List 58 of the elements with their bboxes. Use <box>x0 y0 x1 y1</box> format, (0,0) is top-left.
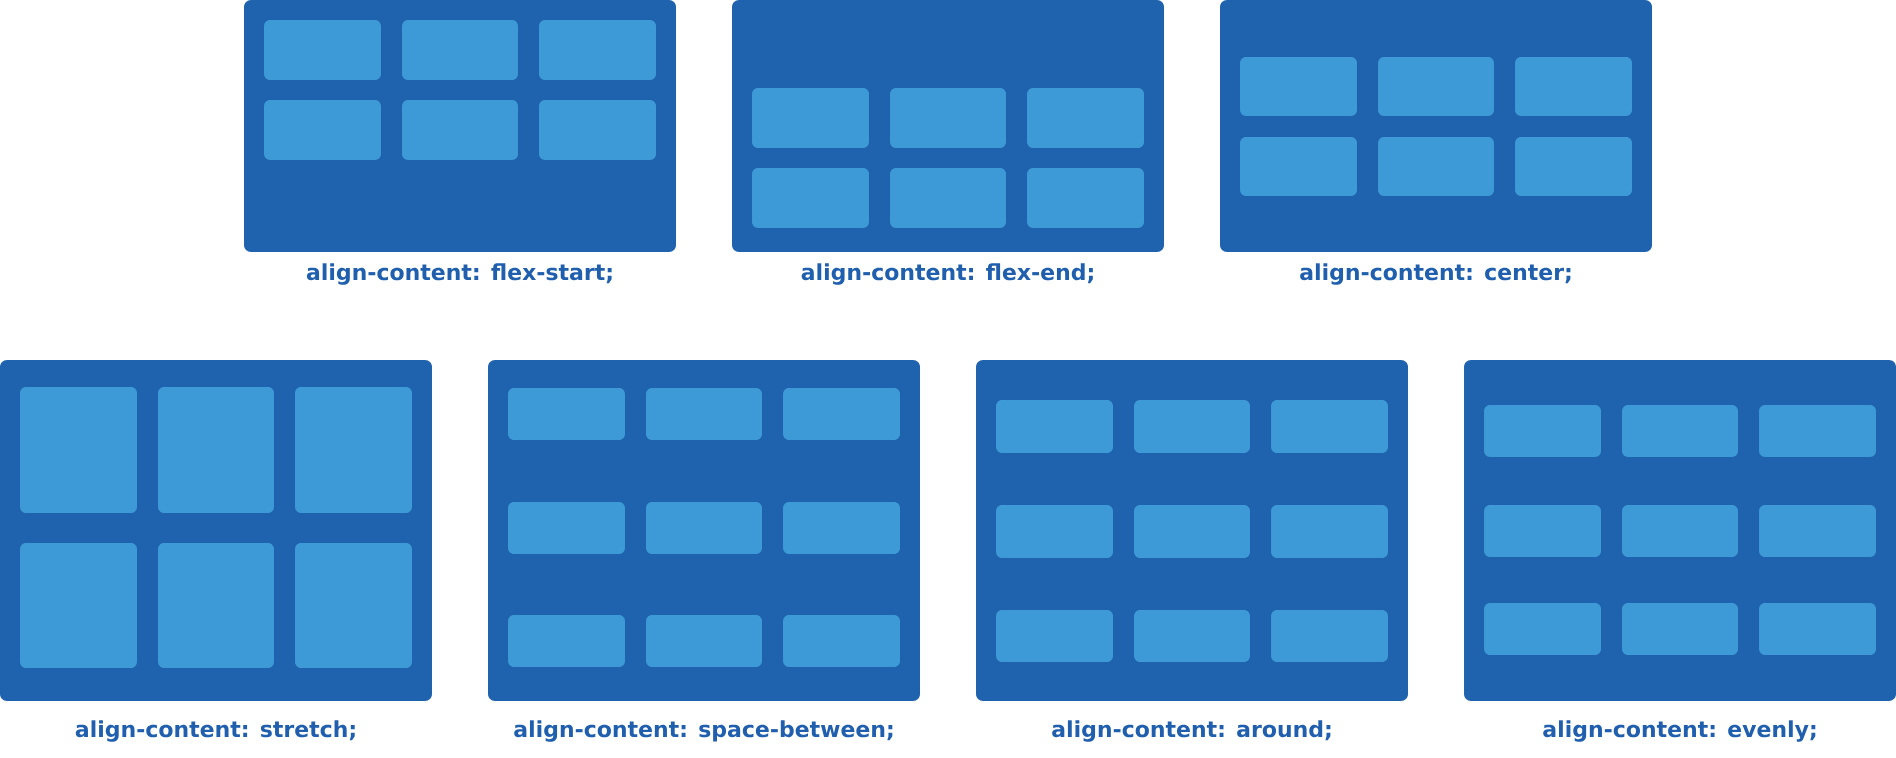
item-tile <box>1271 505 1388 558</box>
panel-label: align-content: around; <box>1052 720 1331 742</box>
item-tile <box>539 20 656 80</box>
item-tile <box>1622 603 1738 655</box>
item-tile <box>1134 610 1250 662</box>
item-tile <box>1484 505 1601 557</box>
item-tile <box>1484 405 1601 457</box>
item-tile <box>264 20 381 80</box>
item-tile <box>783 388 900 440</box>
item-tile <box>1622 505 1738 557</box>
item-tile <box>890 168 1006 228</box>
item-tile <box>295 543 412 668</box>
item-tile <box>508 502 625 554</box>
item-tile <box>20 387 137 513</box>
panel-label: align-content: space-between; <box>514 720 893 742</box>
item-tile <box>1515 57 1632 116</box>
item-tile <box>402 100 518 160</box>
item-tile <box>783 615 900 667</box>
item-tile <box>1515 137 1632 196</box>
item-tile <box>158 387 274 513</box>
item-tile <box>646 615 762 667</box>
item-tile <box>996 610 1113 662</box>
item-tile <box>1271 400 1388 453</box>
item-tile <box>996 505 1113 558</box>
item-tile <box>264 100 381 160</box>
item-tile <box>1027 88 1144 148</box>
item-tile <box>752 88 869 148</box>
item-tile <box>1271 610 1388 662</box>
item-tile <box>890 88 1006 148</box>
item-tile <box>1759 603 1876 655</box>
panel-label: align-content: stretch; <box>75 720 355 742</box>
item-tile <box>158 543 274 668</box>
item-tile <box>1027 168 1144 228</box>
panel-label: align-content: center; <box>1300 263 1571 285</box>
item-tile <box>1759 405 1876 457</box>
item-tile <box>1484 603 1601 655</box>
item-tile <box>1240 57 1357 116</box>
item-tile <box>1240 137 1357 196</box>
item-tile <box>1134 400 1250 453</box>
panel-label: align-content: evenly; <box>1543 720 1816 742</box>
item-tile <box>1378 137 1494 196</box>
item-tile <box>752 168 869 228</box>
item-tile <box>20 543 137 668</box>
item-tile <box>508 615 625 667</box>
item-tile <box>539 100 656 160</box>
item-tile <box>1759 505 1876 557</box>
item-tile <box>1378 57 1494 116</box>
panel-label: align-content: flex-start; <box>306 263 612 285</box>
item-tile <box>646 502 762 554</box>
item-tile <box>295 387 412 513</box>
item-tile <box>646 388 762 440</box>
item-tile <box>783 502 900 554</box>
panel-label: align-content: flex-end; <box>801 263 1093 285</box>
item-tile <box>996 400 1113 453</box>
item-tile <box>402 20 518 80</box>
item-tile <box>1134 505 1250 558</box>
item-tile <box>508 388 625 440</box>
item-tile <box>1622 405 1738 457</box>
